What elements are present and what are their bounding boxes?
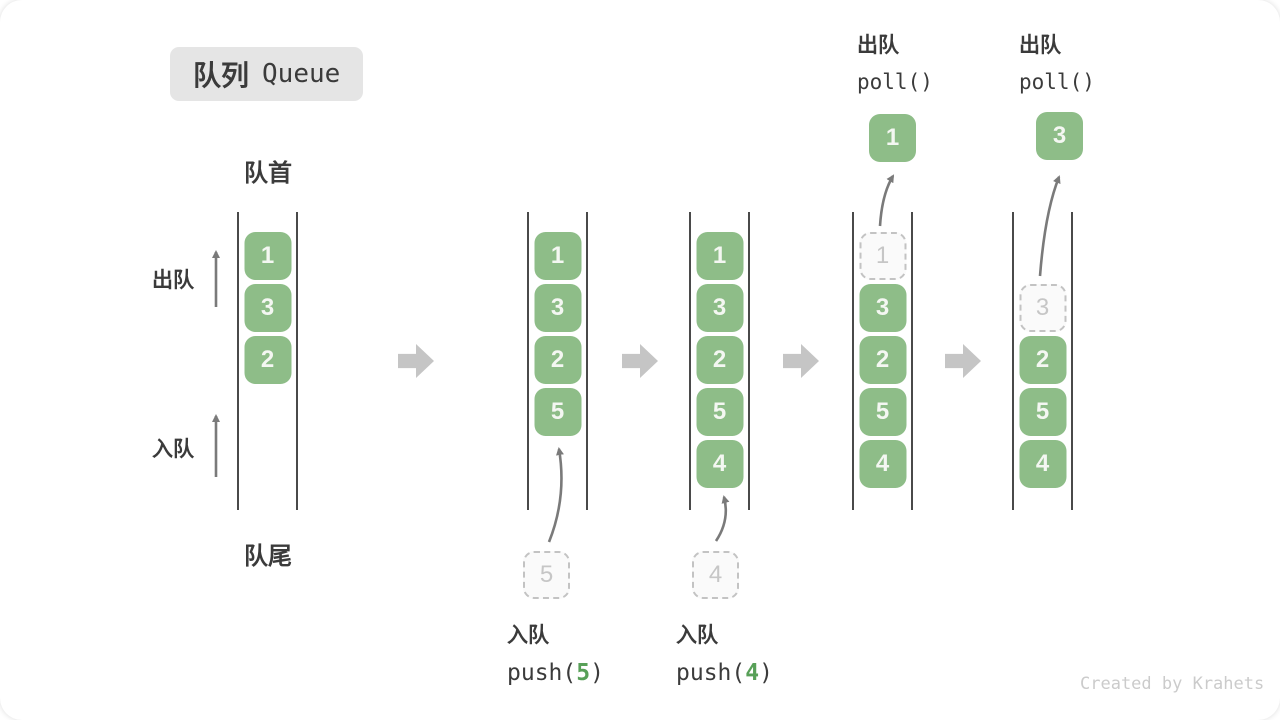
- queue-item: 1: [696, 232, 743, 280]
- push-4-operation-label: 入队 push(4): [676, 619, 773, 686]
- queue-item: 1: [244, 232, 291, 280]
- queue-rear-label: 队尾: [244, 543, 292, 570]
- poll-2-code: poll(): [1019, 70, 1095, 94]
- queue-item: 3: [696, 284, 743, 332]
- poll-2-zh: 出队: [1019, 34, 1061, 57]
- polled-item-3: 3: [1036, 112, 1083, 160]
- queue-item: 4: [696, 440, 743, 488]
- poll-1-operation-label: 出队 poll(): [857, 29, 933, 94]
- push-5-zh: 入队: [507, 624, 549, 647]
- pending-item-4: 4: [692, 551, 739, 599]
- queue-item: 3: [534, 284, 581, 332]
- title-zh: 队列: [193, 60, 250, 91]
- queue-item: 5: [859, 388, 906, 436]
- title-en: Queue: [262, 59, 341, 89]
- transition-arrow-icon: [622, 344, 658, 378]
- queue-item: 2: [696, 336, 743, 384]
- queue-item: 3: [244, 284, 291, 332]
- queue-item: 4: [1019, 440, 1066, 488]
- queue-item: 4: [859, 440, 906, 488]
- watermark: Created by Krahets: [1080, 674, 1265, 694]
- poll-1-zh: 出队: [857, 34, 899, 57]
- push-4-code: push(4): [676, 660, 773, 686]
- queue-item-removed: 1: [859, 232, 906, 280]
- enqueue-side-label: 入队: [152, 438, 194, 461]
- queue-front-label: 队首: [244, 160, 292, 187]
- queue-item: 1: [534, 232, 581, 280]
- push-4-zh: 入队: [676, 624, 718, 647]
- transition-arrow-icon: [398, 344, 434, 378]
- polled-item-1: 1: [869, 114, 916, 162]
- queue-item: 2: [1019, 336, 1066, 384]
- push-5-code: push(5): [507, 660, 604, 686]
- poll-2-operation-label: 出队 poll(): [1019, 29, 1095, 94]
- title-badge: 队列 Queue: [170, 47, 364, 101]
- transition-arrow-icon: [783, 344, 819, 378]
- dequeue-side-label: 出队: [152, 269, 194, 292]
- poll-1-code: poll(): [857, 70, 933, 94]
- queue-item: 5: [1019, 388, 1066, 436]
- queue-item-removed: 3: [1019, 284, 1066, 332]
- queue-item: 2: [534, 336, 581, 384]
- queue-item: 2: [859, 336, 906, 384]
- push-5-operation-label: 入队 push(5): [507, 619, 604, 686]
- queue-item: 3: [859, 284, 906, 332]
- queue-item: 5: [534, 388, 581, 436]
- queue-item: 2: [244, 336, 291, 384]
- transition-arrow-icon: [945, 344, 981, 378]
- pending-item-5: 5: [523, 551, 570, 599]
- queue-item: 5: [696, 388, 743, 436]
